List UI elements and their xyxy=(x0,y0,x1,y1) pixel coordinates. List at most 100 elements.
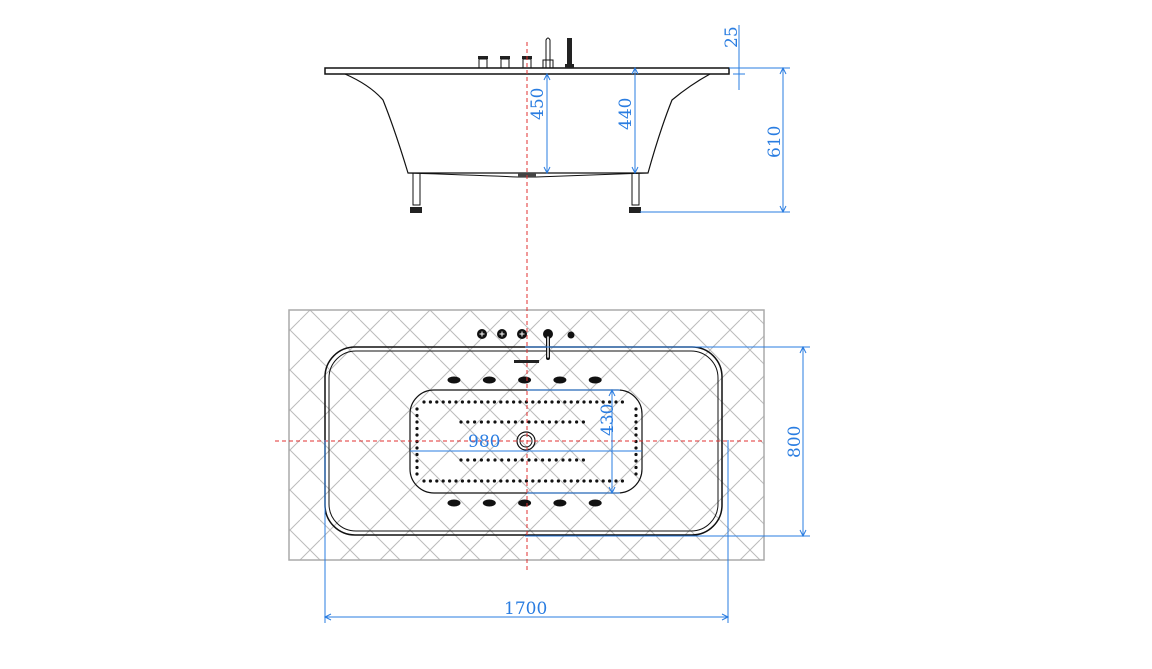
air-dot xyxy=(486,479,490,483)
air-dot xyxy=(608,479,612,483)
air-dot xyxy=(492,479,496,483)
air-dot xyxy=(428,400,432,404)
air-dot xyxy=(479,458,483,462)
air-dot xyxy=(459,458,463,462)
air-dot xyxy=(435,479,439,483)
air-dot xyxy=(467,479,471,483)
air-dot xyxy=(492,400,496,404)
valve-cross xyxy=(519,331,525,337)
air-dot xyxy=(415,465,419,470)
air-dot xyxy=(531,400,535,404)
air-dot xyxy=(634,413,638,418)
air-dot xyxy=(556,479,561,483)
air-dot xyxy=(493,458,497,462)
air-dot xyxy=(634,472,638,476)
air-dot xyxy=(505,479,509,483)
air-dot xyxy=(460,400,464,404)
air-dot xyxy=(473,420,477,424)
air-dot xyxy=(415,407,419,411)
air-dot xyxy=(415,452,419,457)
air-dot xyxy=(608,400,612,404)
air-dot xyxy=(634,420,638,424)
air-dot xyxy=(554,420,558,424)
air-dot xyxy=(415,426,419,431)
dim-800: 800 xyxy=(525,345,810,538)
air-dot xyxy=(415,472,419,476)
air-dot xyxy=(581,420,586,424)
air-dot xyxy=(614,400,618,404)
jet-icon xyxy=(482,376,496,384)
air-dot xyxy=(524,479,529,483)
dim-label: 610 xyxy=(765,126,785,158)
air-dot xyxy=(595,400,599,404)
air-dot xyxy=(634,433,638,437)
air-dot xyxy=(499,400,503,404)
air-dot xyxy=(454,479,458,483)
air-dot xyxy=(520,420,524,424)
air-dot xyxy=(569,479,573,483)
air-dot xyxy=(415,433,419,437)
leg-left xyxy=(410,172,422,213)
air-dot xyxy=(459,420,463,424)
dim-430: 430 xyxy=(527,388,620,495)
plan-view: 980 430 800 1700 xyxy=(275,300,810,623)
valve-cross xyxy=(499,331,505,337)
air-dot xyxy=(575,458,579,462)
hand-shower xyxy=(565,38,574,68)
jet-icon xyxy=(553,376,567,384)
air-dot xyxy=(601,479,605,483)
air-dot xyxy=(505,400,509,404)
air-dot xyxy=(576,400,580,404)
dim-980: 980 xyxy=(410,432,642,452)
air-dot xyxy=(569,400,573,404)
air-dot xyxy=(634,407,638,411)
air-dot xyxy=(595,479,599,483)
air-dot xyxy=(563,400,567,404)
air-dot xyxy=(520,458,524,462)
air-dot xyxy=(507,458,511,462)
air-dot xyxy=(422,400,426,404)
jet-icon xyxy=(482,499,496,507)
air-dot xyxy=(441,400,445,404)
air-dot xyxy=(473,458,477,462)
side-view: 450 440 25 610 xyxy=(324,25,790,300)
air-dot xyxy=(524,400,529,404)
air-dot xyxy=(582,400,586,404)
air-dot xyxy=(513,420,518,424)
dim-label: 450 xyxy=(528,88,548,120)
overflow xyxy=(514,360,539,363)
air-dot xyxy=(634,459,638,463)
valve-cross xyxy=(479,331,485,337)
jet-icon xyxy=(447,499,461,507)
air-dot xyxy=(527,458,531,462)
air-dot xyxy=(500,420,504,424)
air-dot xyxy=(511,400,516,404)
air-dot xyxy=(518,400,522,404)
air-dot xyxy=(582,479,586,483)
air-dot xyxy=(511,479,516,483)
dim-450: 450 xyxy=(528,72,551,175)
air-dot xyxy=(486,458,490,462)
air-dot xyxy=(479,420,483,424)
air-dot xyxy=(537,400,541,404)
air-dot xyxy=(550,479,554,483)
air-dot xyxy=(415,446,419,450)
air-dot xyxy=(473,400,477,404)
air-dot xyxy=(576,479,580,483)
air-dot xyxy=(467,400,471,404)
air-dot xyxy=(541,458,545,462)
air-dot xyxy=(415,459,419,463)
faucet-handles xyxy=(478,56,532,69)
air-dot xyxy=(493,420,497,424)
air-dot xyxy=(513,458,518,462)
dim-label: 430 xyxy=(598,404,618,436)
air-dot xyxy=(547,420,552,424)
air-dot xyxy=(634,426,638,431)
air-dot xyxy=(486,400,490,404)
spout xyxy=(542,37,554,68)
jet-icon xyxy=(588,376,602,384)
air-dot xyxy=(486,420,490,424)
dim-610: 610 xyxy=(640,66,790,214)
air-dot xyxy=(466,458,470,462)
